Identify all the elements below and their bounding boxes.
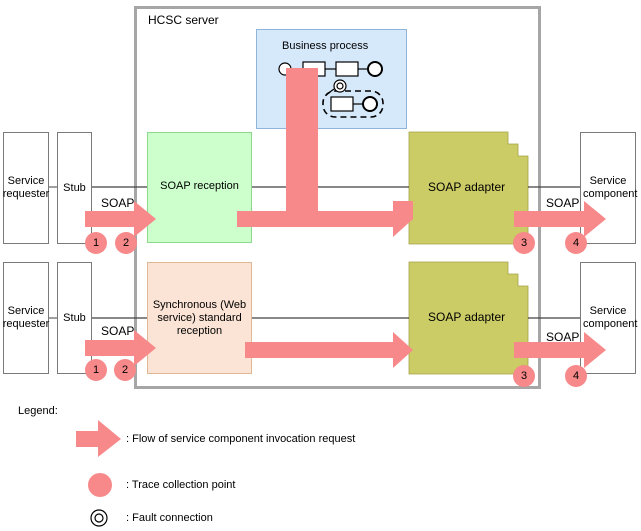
row2-stub-label: Stub — [63, 311, 86, 324]
trace-points — [85, 232, 587, 387]
legend-circle-icon — [88, 473, 112, 497]
row1-service-component-label: Service component — [583, 175, 638, 200]
row2-soap-adapter-label: SOAP adapter — [428, 310, 506, 324]
row2-service-requester: Service requester — [3, 262, 49, 374]
row1-soap-adapter-shape — [408, 131, 529, 245]
legend-title: Legend: — [18, 405, 58, 417]
row2-trace-point-1-label: 1 — [92, 364, 100, 376]
row2-trace-point-4-label: 4 — [572, 370, 580, 382]
row1-arrow-in — [85, 201, 156, 237]
row2-trace-point-4 — [565, 365, 587, 387]
row2-service-requester-label: Service requester — [2, 305, 50, 330]
legend-item-fault: : Fault connection — [126, 512, 213, 524]
row1-trace-point-1 — [85, 232, 107, 254]
row2-arrow-in — [85, 330, 156, 366]
row1-service-requester: Service requester — [3, 132, 49, 244]
row2-trace-point-2-label: 2 — [121, 364, 129, 376]
row2-sync-reception-label: Synchronous (Web service) standard recep… — [152, 298, 247, 337]
row2-trace-point-1 — [85, 359, 107, 381]
legend-arrow-icon — [76, 420, 121, 457]
row1-soap-adapter-label: SOAP adapter — [428, 180, 506, 194]
row1-trace-point-4-label: 4 — [572, 237, 580, 249]
row2-trace-point-3 — [513, 365, 535, 387]
row1-soap-out-label: SOAP — [546, 196, 580, 210]
business-process-title: Business process — [282, 40, 369, 52]
row1-stub-label: Stub — [63, 181, 86, 194]
row1-trace-point-2-label: 2 — [122, 237, 130, 249]
row2-service-component-label: Service component — [583, 305, 638, 330]
row1-arrow-out — [514, 201, 606, 237]
row2-soap-in-label: SOAP — [101, 324, 135, 338]
legend-fault-connection-icon — [90, 509, 108, 527]
hcsc-server-title: HCSC server — [148, 13, 219, 27]
row1-trace-point-4 — [565, 232, 587, 254]
row2-trace-point-3-label: 3 — [520, 370, 528, 382]
row2-sync-reception: Synchronous (Web service) standard recep… — [147, 262, 252, 374]
row1-flow-arrows — [85, 68, 606, 237]
row2-service-component: Service component — [580, 262, 638, 374]
business-process-box — [256, 29, 407, 129]
row1-trace-point-3 — [513, 232, 535, 254]
row2-arrow-out — [514, 332, 606, 368]
row2-flow-arrows — [85, 330, 606, 368]
hcsc-server-frame — [134, 6, 541, 389]
row1-service-requester-label: Service requester — [2, 175, 50, 200]
row2-arrow-mid — [245, 332, 413, 368]
row1-trace-point-3-label: 3 — [520, 237, 528, 249]
row1-soap-in-label: SOAP — [101, 196, 135, 210]
row1-trace-point-1-label: 1 — [92, 237, 100, 249]
row1-soap-reception-label: SOAP reception — [160, 180, 239, 192]
legend-item-flow: : Flow of service component invocation r… — [126, 433, 356, 445]
row2-trace-point-2 — [114, 359, 136, 381]
row1-trace-point-2 — [115, 232, 137, 254]
row1-arrow-bp — [237, 68, 413, 237]
row1-soap-reception: SOAP reception — [147, 132, 252, 243]
row2-soap-adapter-shape — [408, 261, 529, 375]
legend-item-trace: : Trace collection point — [126, 479, 236, 491]
row2-soap-out-label: SOAP — [546, 330, 580, 344]
